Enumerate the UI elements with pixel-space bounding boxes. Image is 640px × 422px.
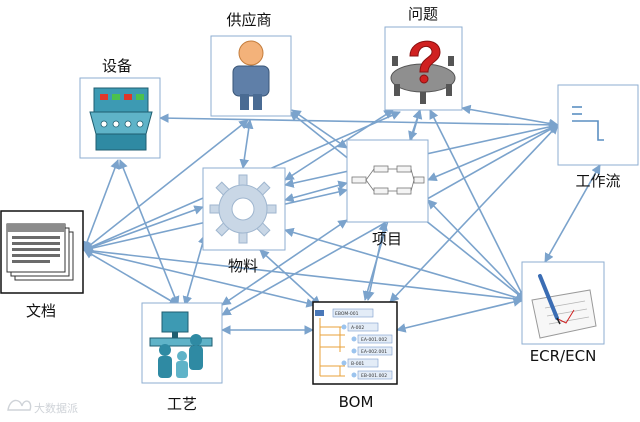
bom-tree-item: EB-001.002	[361, 373, 387, 379]
arrow-equipment-workflow	[159, 113, 559, 130]
pen-paper-icon	[531, 274, 597, 339]
document-label: 文档	[26, 302, 56, 320]
workflow-label: 工作流	[575, 172, 620, 190]
material-node[interactable]: 物料	[202, 167, 286, 275]
process-label: 工艺	[167, 395, 197, 413]
person-icon	[232, 40, 270, 110]
material-label: 物料	[228, 257, 258, 275]
bom-tree-item: EBOM-001	[335, 311, 359, 317]
ecr-ecn-label: ECR/ECN	[530, 347, 597, 365]
arrow-document-bom	[83, 247, 316, 308]
meeting-table-icon	[390, 40, 456, 104]
arrow-material-ecn	[284, 227, 526, 303]
issue-node[interactable]: 问题	[384, 5, 463, 111]
gear-icon	[209, 174, 277, 244]
bom-tree-item: A-002	[351, 325, 364, 331]
control-panel-icon	[89, 87, 153, 151]
arrow-document-material	[83, 205, 204, 252]
supplier-node[interactable]: 供应商	[210, 11, 292, 117]
arrow-issue-workflow	[461, 104, 559, 129]
workflow-node[interactable]: 工作流	[557, 84, 639, 190]
process-node[interactable]: 工艺	[141, 302, 223, 413]
arrow-material-process	[182, 234, 208, 306]
arrow-project-workflow	[427, 123, 559, 182]
arrow-equipment-process	[118, 159, 180, 306]
arrow-document-ecn	[83, 246, 526, 304]
bom-tree-item: EA-001.002	[361, 337, 387, 343]
equipment-node[interactable]: 设备	[79, 57, 161, 159]
arrow-bom-ecn	[396, 297, 523, 333]
equipment-label: 设备	[102, 57, 132, 75]
supplier-label: 供应商	[226, 11, 271, 29]
project-flow-icon	[351, 165, 425, 195]
project-node[interactable]: 项目	[346, 139, 429, 248]
issue-label: 问题	[408, 5, 438, 23]
arrow-document-process	[83, 249, 179, 306]
arrow-supplier-material	[239, 119, 254, 169]
bom-label: BOM	[339, 393, 374, 411]
watermark-text: 大数据派	[34, 401, 78, 415]
watermark: 大数据派	[7, 399, 78, 415]
workstation-icon	[149, 311, 213, 378]
arrow-supplier-project	[291, 109, 348, 149]
bom-tree-item: B-001	[351, 361, 364, 367]
document-node[interactable]: 文档	[0, 210, 84, 320]
project-label: 项目	[372, 230, 402, 248]
bom-tree-icon: EBOM-001 A-002 EA-001.002 EA-002.001 B-0…	[315, 308, 393, 380]
bom-tree-item: EA-002.001	[361, 349, 387, 355]
document-stack-icon	[6, 223, 74, 281]
arrow-project-ecn	[427, 199, 526, 301]
arrow-issue-ecn	[429, 109, 526, 301]
ecr-ecn-node[interactable]: ECR/ECN	[521, 261, 605, 365]
bom-node[interactable]: EBOM-001 A-002 EA-001.002 EA-002.001 B-0…	[312, 301, 398, 411]
workflow-icon	[572, 106, 604, 141]
arrow-workflow-bom	[389, 124, 559, 303]
